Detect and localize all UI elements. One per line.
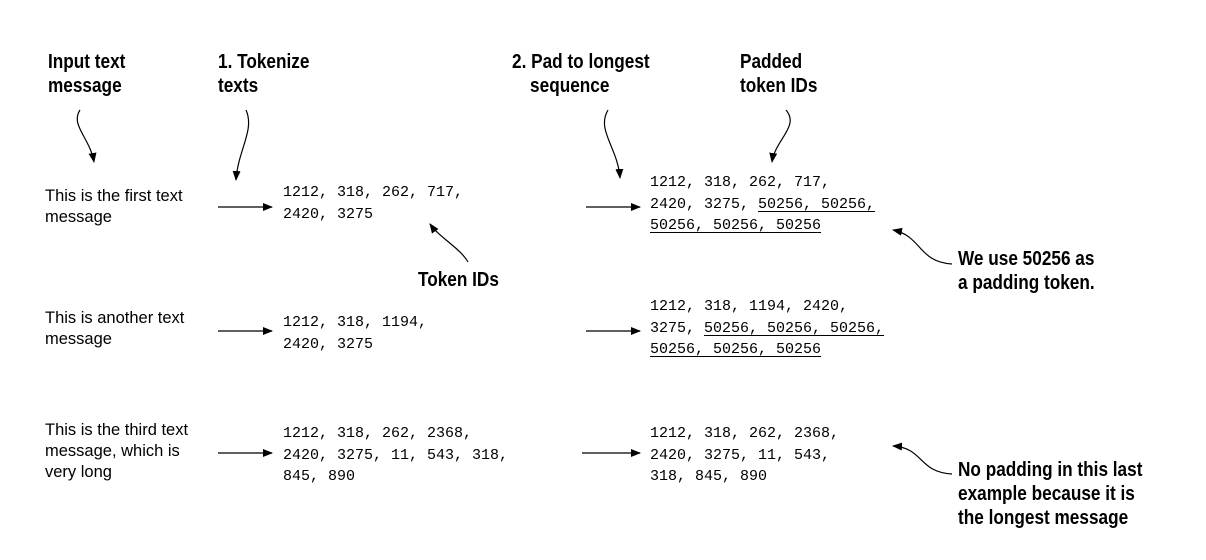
- row3-padded-line3: 318, 845, 890: [650, 468, 768, 485]
- row3-tokens-line3: 845, 890: [283, 468, 356, 485]
- row1-tokens-line1: 1212, 318, 262, 717,: [283, 184, 464, 201]
- header-tokenize: 1. Tokenize texts: [218, 50, 309, 98]
- header-pad: 2. Pad to longest sequence: [512, 50, 650, 98]
- longest-message-note: No padding in this last example because …: [958, 458, 1142, 530]
- row3-tokens-line1: 1212, 318, 262, 2368,: [283, 425, 473, 442]
- row2-text-line2: message: [45, 330, 112, 348]
- row2-token-ids: 1212, 318, 1194, 2420, 3275: [283, 312, 427, 355]
- padding-note-line1: We use 50256 as: [958, 248, 1095, 270]
- row1-text: This is the first text message: [45, 186, 183, 228]
- token-ids-curved-arrow: [429, 223, 469, 263]
- row3-padded-line2: 2420, 3275, 11, 543,: [650, 446, 831, 464]
- row2-padding-tokens-a: 50256, 50256, 50256,: [704, 319, 885, 337]
- header-pad-line1: 2. Pad to longest: [512, 51, 650, 73]
- row1-padded-line2: 2420, 3275, 50256, 50256,: [650, 194, 875, 216]
- row3-text: This is the third text message, which is…: [45, 420, 188, 483]
- longest-note-curved-arrow: [892, 442, 953, 475]
- row2-padded-line2: 3275, 50256, 50256, 50256,: [650, 318, 884, 340]
- row2-tokens-line1: 1212, 318, 1194,: [283, 314, 428, 331]
- row3-padded-ids: 1212, 318, 262, 2368, 2420, 3275, 11, 54…: [650, 423, 839, 488]
- longest-note-line1: No padding in this last: [958, 459, 1143, 481]
- header-padded-line1: Padded: [740, 51, 803, 73]
- row1-padded-line2-ids: 2420, 3275,: [650, 195, 759, 213]
- row1-padded-ids: 1212, 318, 262, 717, 2420, 3275, 50256, …: [650, 172, 875, 237]
- row1-token-ids: 1212, 318, 262, 717, 2420, 3275: [283, 182, 463, 225]
- padded-header-curved-arrow: [769, 109, 791, 163]
- padding-note-line2: a padding token.: [958, 272, 1095, 294]
- longest-note-line2: example because it is: [958, 483, 1135, 505]
- input-header-curved-arrow: [76, 109, 97, 163]
- row1-text-line1: This is the first text: [45, 187, 183, 205]
- row2-text: This is another text message: [45, 308, 184, 350]
- row1-padding-tokens-b: 50256, 50256, 50256: [650, 217, 822, 234]
- header-input-text-line2: message: [48, 75, 122, 97]
- padding-token-note: We use 50256 as a padding token.: [958, 247, 1095, 295]
- longest-note-line3: the longest message: [958, 507, 1129, 529]
- row1-tokens-line2: 2420, 3275: [283, 205, 374, 223]
- header-pad-line2: sequence: [530, 75, 610, 97]
- pad-header-curved-arrow: [603, 109, 624, 179]
- header-input-text: Input text message: [48, 50, 125, 98]
- row3-text-line1: This is the third text: [45, 421, 189, 439]
- row2-padding-tokens-b: 50256, 50256, 50256: [650, 341, 822, 358]
- header-input-text-line1: Input text: [48, 51, 126, 73]
- tokenize-header-curved-arrow: [232, 109, 250, 181]
- row2-padded-line2-ids: 3275,: [650, 319, 705, 337]
- header-padded-ids: Padded token IDs: [740, 50, 817, 98]
- row1-padded-line1: 1212, 318, 262, 717,: [650, 174, 831, 191]
- row1-padding-tokens-a: 50256, 50256,: [758, 195, 876, 213]
- row2-tokens-line2: 2420, 3275: [283, 335, 374, 353]
- row2-padded-line1: 1212, 318, 1194, 2420,: [650, 298, 849, 315]
- row2-text-line1: This is another text: [45, 309, 185, 327]
- row2-padded-ids: 1212, 318, 1194, 2420, 3275, 50256, 5025…: [650, 296, 884, 361]
- row3-token-ids: 1212, 318, 262, 2368, 2420, 3275, 11, 54…: [283, 423, 508, 488]
- token-ids-label: Token IDs: [418, 269, 499, 291]
- row3-padded-line1: 1212, 318, 262, 2368,: [650, 425, 840, 442]
- header-tokenize-line2: texts: [218, 75, 259, 97]
- padding-note-curved-arrow: [892, 227, 953, 265]
- header-tokenize-line1: 1. Tokenize: [218, 51, 310, 73]
- row3-text-line3: very long: [45, 463, 112, 481]
- row3-tokens-line2: 2420, 3275, 11, 543, 318,: [283, 446, 509, 464]
- header-padded-line2: token IDs: [740, 75, 818, 97]
- row3-text-line2: message, which is: [45, 442, 180, 460]
- row1-text-line2: message: [45, 208, 112, 226]
